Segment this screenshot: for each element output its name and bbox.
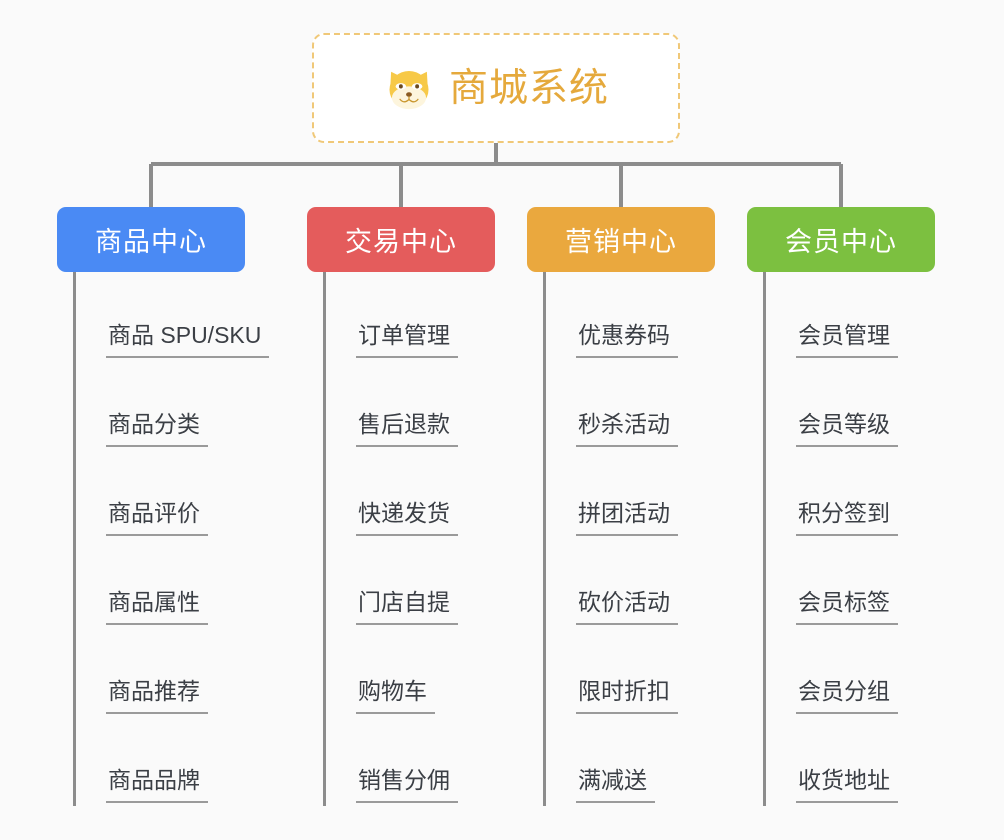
- leaf-label: 门店自提: [356, 588, 458, 625]
- branch-column-4: 会员中心 会员管理 会员等级 积分签到 会员标签 会员分组 收货地址: [747, 207, 935, 806]
- leaf-label: 限时折扣: [576, 677, 678, 714]
- leaf-label: 收货地址: [796, 766, 898, 803]
- leaf-label: 优惠券码: [576, 321, 678, 358]
- branch-header-4[interactable]: 会员中心: [747, 207, 935, 272]
- leaf-label: 购物车: [356, 677, 435, 714]
- leaf-label: 拼团活动: [576, 499, 678, 536]
- leaf-label: 售后退款: [356, 410, 458, 447]
- leaf-item[interactable]: 收货地址: [766, 717, 935, 806]
- shiba-dog-emoji: [383, 62, 435, 114]
- leaf-item[interactable]: 优惠券码: [546, 272, 715, 361]
- leaf-label: 会员等级: [796, 410, 898, 447]
- branch-column-3: 营销中心 优惠券码 秒杀活动 拼团活动 砍价活动 限时折扣 满减送: [527, 207, 715, 806]
- leaf-item[interactable]: 商品评价: [76, 450, 269, 539]
- leaf-item[interactable]: 会员等级: [766, 361, 935, 450]
- branch-column-2: 交易中心 订单管理 售后退款 快递发货 门店自提 购物车 销售分佣: [307, 207, 495, 806]
- branch-column-1: 商品中心 商品 SPU/SKU 商品分类 商品评价 商品属性 商品推荐 商品品牌: [57, 207, 270, 806]
- leaf-item[interactable]: 商品属性: [76, 539, 269, 628]
- branch-header-label-4: 会员中心: [785, 227, 897, 257]
- leaf-item[interactable]: 会员管理: [766, 272, 935, 361]
- leaf-item[interactable]: 会员分组: [766, 628, 935, 717]
- branch-header-1[interactable]: 商品中心: [57, 207, 245, 272]
- branch-header-label-3: 营销中心: [565, 227, 677, 257]
- leaf-label: 销售分佣: [356, 766, 458, 803]
- leaf-item[interactable]: 满减送: [546, 717, 715, 806]
- leaf-label: 会员管理: [796, 321, 898, 358]
- branch-items-1: 商品 SPU/SKU 商品分类 商品评价 商品属性 商品推荐 商品品牌: [73, 272, 270, 806]
- leaf-label: 商品属性: [106, 588, 208, 625]
- leaf-item[interactable]: 限时折扣: [546, 628, 715, 717]
- leaf-item[interactable]: 积分签到: [766, 450, 935, 539]
- leaf-item[interactable]: 商品分类: [76, 361, 269, 450]
- branch-header-label-1: 商品中心: [95, 227, 207, 257]
- leaf-item[interactable]: 秒杀活动: [546, 361, 715, 450]
- leaf-label: 商品评价: [106, 499, 208, 536]
- leaf-item[interactable]: 砍价活动: [546, 539, 715, 628]
- leaf-label: 会员分组: [796, 677, 898, 714]
- leaf-label: 秒杀活动: [576, 410, 678, 447]
- leaf-item[interactable]: 购物车: [326, 628, 495, 717]
- leaf-item[interactable]: 门店自提: [326, 539, 495, 628]
- leaf-label: 积分签到: [796, 499, 898, 536]
- leaf-label: 会员标签: [796, 588, 898, 625]
- leaf-item[interactable]: 商品 SPU/SKU: [76, 272, 270, 361]
- leaf-label: 订单管理: [356, 321, 458, 358]
- leaf-item[interactable]: 会员标签: [766, 539, 935, 628]
- branch-items-3: 优惠券码 秒杀活动 拼团活动 砍价活动 限时折扣 满减送: [543, 272, 715, 806]
- leaf-label: 商品分类: [106, 410, 208, 447]
- root-title: 商城系统: [448, 66, 609, 110]
- leaf-item[interactable]: 快递发货: [326, 450, 495, 539]
- leaf-label: 砍价活动: [576, 588, 678, 625]
- leaf-label: 满减送: [576, 766, 655, 803]
- branch-header-2[interactable]: 交易中心: [307, 207, 495, 272]
- branch-items-2: 订单管理 售后退款 快递发货 门店自提 购物车 销售分佣: [323, 272, 495, 806]
- leaf-label: 商品 SPU/SKU: [106, 321, 270, 358]
- leaf-item[interactable]: 商品品牌: [76, 717, 269, 806]
- leaf-item[interactable]: 商品推荐: [76, 628, 269, 717]
- leaf-item[interactable]: 拼团活动: [546, 450, 715, 539]
- leaf-label: 快递发货: [356, 499, 458, 536]
- root-node[interactable]: 商城系统: [312, 33, 680, 143]
- leaf-item[interactable]: 销售分佣: [326, 717, 495, 806]
- leaf-label: 商品推荐: [106, 677, 208, 714]
- leaf-label: 商品品牌: [106, 766, 208, 803]
- branch-header-3[interactable]: 营销中心: [527, 207, 715, 272]
- branch-header-label-2: 交易中心: [345, 227, 457, 257]
- leaf-item[interactable]: 订单管理: [326, 272, 495, 361]
- branch-items-4: 会员管理 会员等级 积分签到 会员标签 会员分组 收货地址: [763, 272, 935, 806]
- leaf-item[interactable]: 售后退款: [326, 361, 495, 450]
